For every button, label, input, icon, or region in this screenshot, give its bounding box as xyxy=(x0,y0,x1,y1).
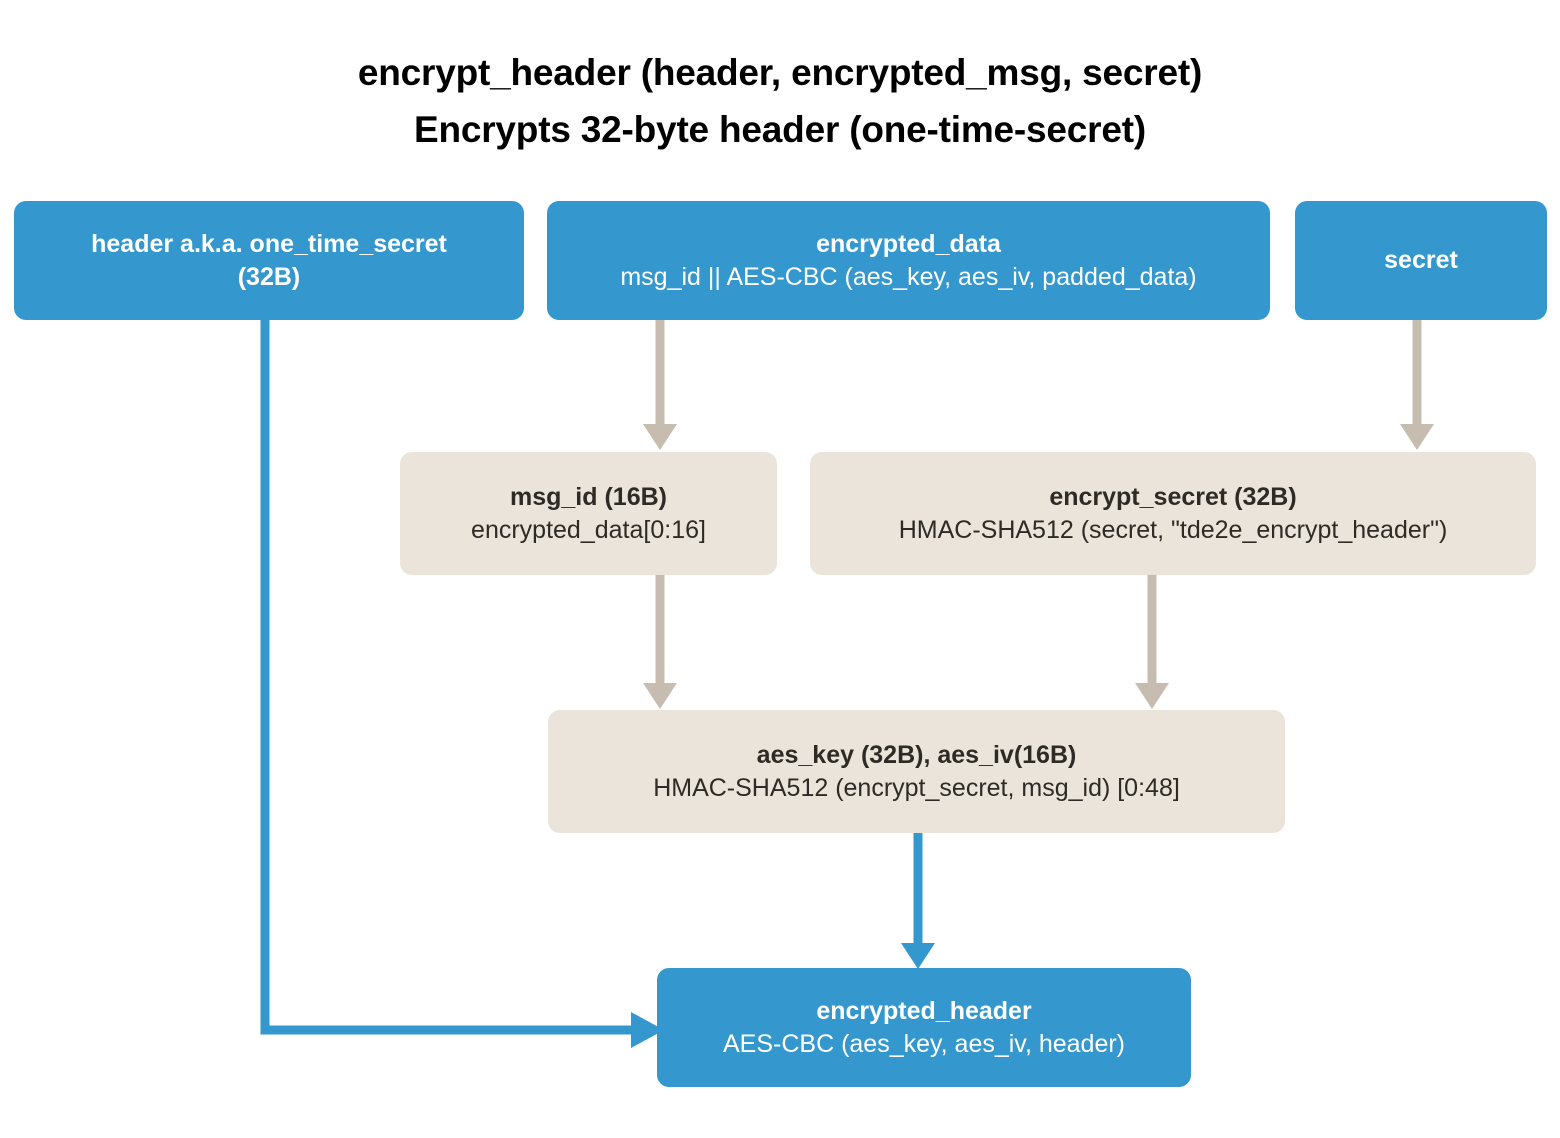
node-secret[interactable]: secret xyxy=(1295,201,1547,320)
node-encrypted-header[interactable]: encrypted_header AES-CBC (aes_key, aes_i… xyxy=(657,968,1191,1087)
edge-encrypt-secret-to-aes-key xyxy=(1122,575,1182,711)
edge-msg-id-to-aes-key xyxy=(630,575,690,711)
node-msg-id-title: msg_id (16B) xyxy=(510,483,667,511)
node-encrypted-data-title: encrypted_data xyxy=(816,230,1001,258)
edge-header-to-encrypted-header xyxy=(250,318,670,1058)
node-encrypt-secret-title: encrypt_secret (32B) xyxy=(1049,483,1297,511)
node-msg-id-subtitle: encrypted_data[0:16] xyxy=(471,515,706,544)
node-header[interactable]: header a.k.a. one_time_secret (32B) xyxy=(14,201,524,320)
node-encrypted-header-title: encrypted_header xyxy=(816,997,1032,1025)
node-aes-key-iv-title: aes_key (32B), aes_iv(16B) xyxy=(756,741,1077,769)
node-msg-id[interactable]: msg_id (16B) encrypted_data[0:16] xyxy=(400,452,777,575)
title-line-1: encrypt_header (header, encrypted_msg, s… xyxy=(357,52,1203,93)
node-encrypted-data[interactable]: encrypted_data msg_id || AES-CBC (aes_ke… xyxy=(547,201,1270,320)
node-encrypt-secret[interactable]: encrypt_secret (32B) HMAC-SHA512 (secret… xyxy=(810,452,1536,575)
edge-encrypted-data-to-msg-id xyxy=(630,320,690,452)
node-encrypt-secret-subtitle: HMAC-SHA512 (secret, "tde2e_encrypt_head… xyxy=(898,515,1448,544)
node-encrypted-header-subtitle: AES-CBC (aes_key, aes_iv, header) xyxy=(722,1029,1126,1058)
edge-aes-key-to-encrypted-header xyxy=(888,833,948,971)
node-aes-key-iv[interactable]: aes_key (32B), aes_iv(16B) HMAC-SHA512 (… xyxy=(548,710,1285,833)
node-header-title: header a.k.a. one_time_secret xyxy=(91,230,447,258)
page-title: encrypt_header (header, encrypted_msg, s… xyxy=(0,44,1560,159)
edge-secret-to-encrypt-secret xyxy=(1387,320,1447,452)
node-aes-key-iv-subtitle: HMAC-SHA512 (encrypt_secret, msg_id) [0:… xyxy=(653,773,1180,802)
node-secret-title: secret xyxy=(1384,246,1458,275)
title-line-2: Encrypts 32-byte header (one-time-secret… xyxy=(413,109,1147,151)
node-header-subtitle: (32B) xyxy=(237,262,301,291)
node-encrypted-data-subtitle: msg_id || AES-CBC (aes_key, aes_iv, padd… xyxy=(620,262,1197,291)
